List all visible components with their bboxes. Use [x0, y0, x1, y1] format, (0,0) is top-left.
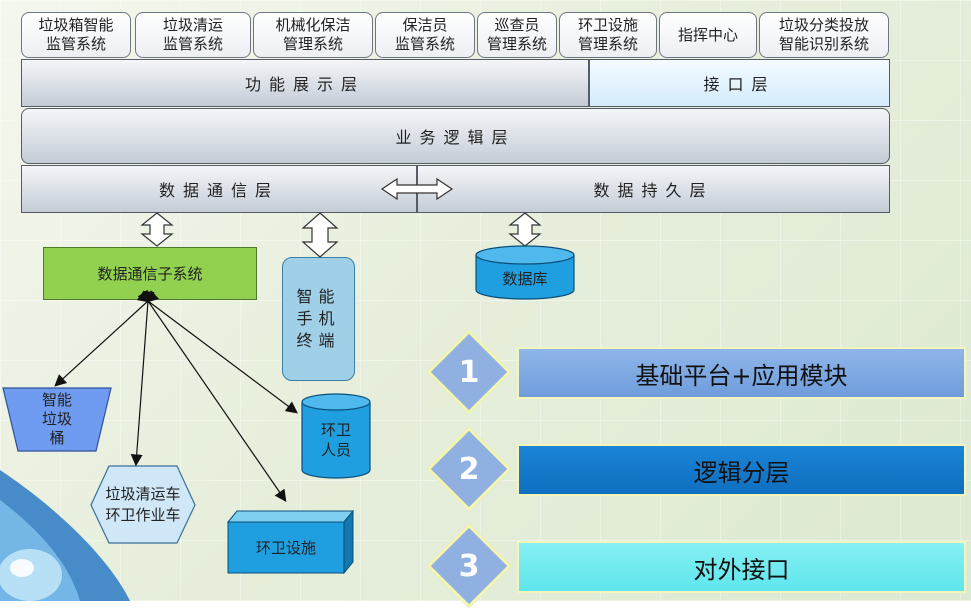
- system-garbage-transport: 垃圾清运 监管系统: [135, 12, 251, 58]
- system-cleaner-monitor: 保洁员 监管系统: [375, 12, 475, 58]
- sanitation-staff-label: 环卫 人员: [320, 421, 351, 459]
- system-inspector-mgmt: 巡查员 管理系统: [477, 12, 557, 58]
- business-logic-layer: 业务逻辑层: [21, 108, 890, 164]
- presentation-layer: 功能展示层: [21, 59, 589, 107]
- feature-2-banner: 逻辑分层: [517, 444, 966, 496]
- sanitation-staff-cylinder: [301, 393, 371, 479]
- system-waste-sorting: 垃圾分类投放 智能识别系统: [759, 12, 889, 58]
- feature-3-banner: 对外接口: [517, 541, 966, 593]
- facilities-cube: [226, 509, 355, 575]
- connector-arrows: [54, 289, 298, 502]
- feature-1-number: 1: [458, 354, 480, 390]
- feature-2-number: 2: [458, 451, 480, 487]
- feature-3-number: 3: [458, 548, 480, 584]
- system-trash-bin-monitor: 垃圾箱智能 监管系统: [21, 12, 131, 58]
- database-cylinder: [475, 245, 575, 300]
- double-arrow-database: [508, 212, 542, 247]
- data-communication-layer: 数据通信层: [21, 165, 417, 213]
- double-arrow-comm: [140, 212, 174, 247]
- smart-bin-shape: [2, 387, 112, 452]
- double-arrow-horizontal: [380, 177, 454, 201]
- double-arrow-terminal: [301, 212, 339, 258]
- system-facility-mgmt: 环卫设施 管理系统: [559, 12, 657, 58]
- interface-layer: 接口层: [589, 59, 890, 107]
- database-label: 数据库: [502, 269, 548, 288]
- feature-1-banner: 基础平台+应用模块: [517, 347, 966, 399]
- smart-bin-label: 智能 垃圾 桶: [41, 390, 72, 447]
- system-mechanized-cleaning: 机械化保洁 管理系统: [253, 12, 373, 58]
- vehicles-label: 垃圾清运车 环卫作业车: [105, 484, 181, 524]
- facilities-label: 环卫设施: [255, 539, 316, 557]
- data-persistence-layer: 数据持久层: [417, 165, 890, 213]
- system-command-center: 指挥中心: [659, 12, 757, 58]
